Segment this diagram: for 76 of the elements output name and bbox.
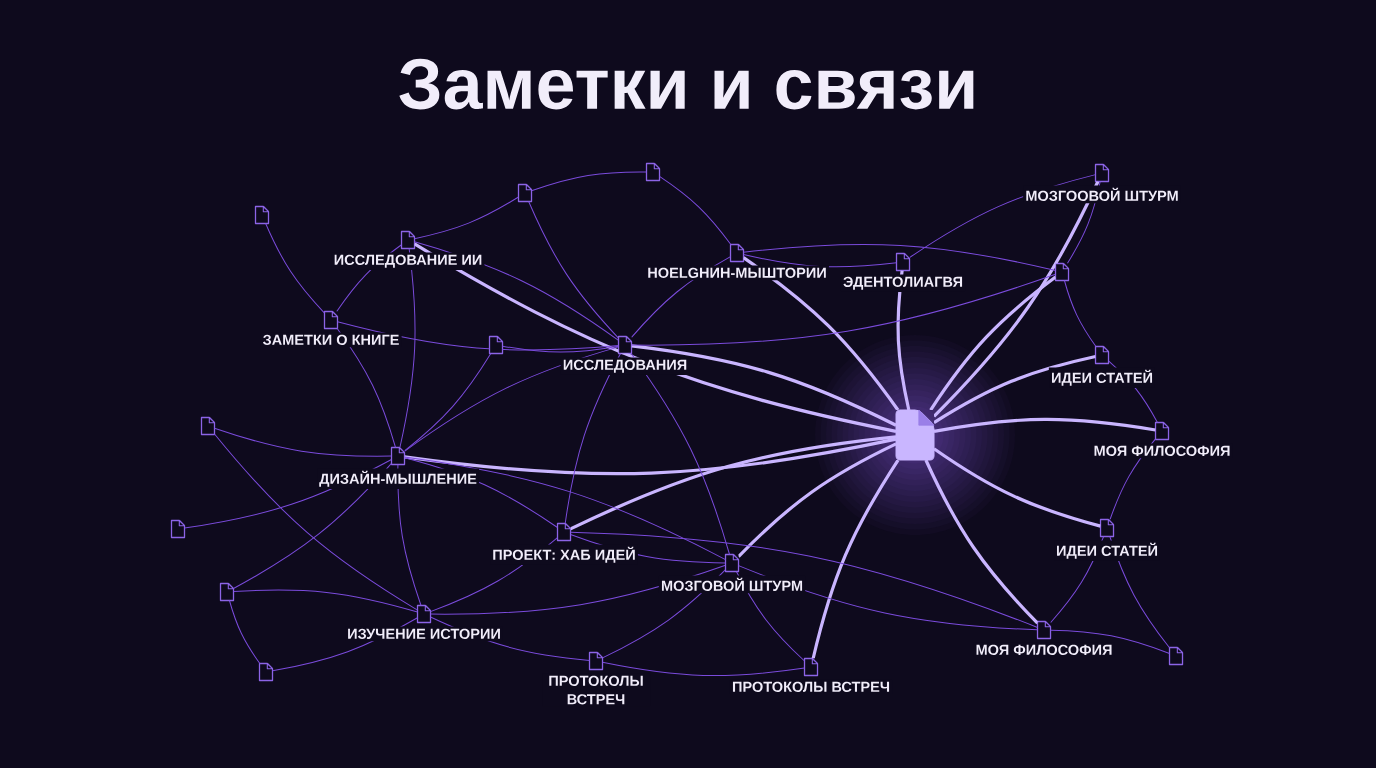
document-icon <box>895 409 935 461</box>
link-line <box>735 571 805 662</box>
link-line <box>743 243 1056 271</box>
link-line <box>404 437 897 476</box>
link-line <box>570 533 726 564</box>
link-line <box>528 201 619 339</box>
link-line <box>896 270 911 411</box>
link-line <box>502 345 619 353</box>
link-line <box>659 175 732 245</box>
link-line <box>404 457 558 529</box>
link-line <box>531 171 647 192</box>
node-label: ИДЕИ СТАТЕЙ <box>1049 367 1155 388</box>
link-line <box>414 196 519 240</box>
link-line <box>233 589 418 613</box>
node-label: ПРОЕКТ: ХАБ ИДЕЙ <box>490 544 638 565</box>
link-line <box>811 459 900 659</box>
document-icon <box>488 335 504 355</box>
link-line <box>228 600 261 664</box>
link-line <box>570 531 1038 628</box>
document-icon <box>517 183 533 203</box>
link-line <box>336 244 402 312</box>
link-line <box>602 661 805 677</box>
link-line <box>336 328 397 448</box>
link-line <box>404 353 492 452</box>
link-line <box>933 417 1156 433</box>
link-line <box>404 456 726 561</box>
link-line <box>397 464 422 606</box>
link-line <box>631 256 731 338</box>
link-line <box>1050 629 1170 654</box>
link-line <box>737 442 897 558</box>
link-line <box>184 459 392 529</box>
link-line <box>909 174 1096 259</box>
document-icon <box>254 205 270 225</box>
link-line <box>404 346 619 452</box>
link-line <box>602 569 726 659</box>
link-line <box>564 353 621 524</box>
link-line <box>1109 536 1170 649</box>
document-icon <box>258 662 274 682</box>
document-icon <box>170 519 186 539</box>
title: Заметки и связи <box>399 58 974 110</box>
link-line <box>743 254 897 268</box>
link-line <box>430 564 726 615</box>
link-line <box>924 459 1039 625</box>
node-label: ПРОТОКОЛЫ ВСТРЕЧ <box>542 673 650 707</box>
link-line <box>569 435 897 531</box>
document-icon <box>200 416 216 436</box>
document-icon <box>219 582 235 602</box>
link-line <box>430 537 558 613</box>
link-line <box>1109 438 1156 520</box>
link-line <box>932 180 1100 418</box>
link-line <box>337 321 619 351</box>
link-line <box>430 616 590 661</box>
link-line <box>630 353 731 555</box>
document-icon <box>1168 646 1184 666</box>
document-icon <box>1054 262 1070 282</box>
link-line <box>1063 280 1097 347</box>
link-line <box>214 433 418 611</box>
link-line <box>1050 536 1105 624</box>
document-icon <box>645 162 661 182</box>
link-line <box>414 241 619 341</box>
link-line <box>399 248 416 448</box>
link-line <box>214 427 392 457</box>
link-line <box>933 447 1101 528</box>
link-line <box>929 275 1057 411</box>
node-label: ДИЗАЙН-МЫШЛЕНИЕ <box>317 468 479 489</box>
link-line <box>742 256 900 411</box>
link-line <box>631 344 897 427</box>
link-line <box>233 462 392 589</box>
link-line <box>265 223 325 314</box>
link-line <box>933 354 1096 424</box>
link-line <box>272 617 418 672</box>
link-line <box>1108 360 1158 423</box>
link-line <box>1066 181 1101 264</box>
link-line <box>738 565 1038 631</box>
node-label: ИДЕИ СТАТЕЙ <box>1054 540 1160 561</box>
link-line <box>631 273 1056 346</box>
